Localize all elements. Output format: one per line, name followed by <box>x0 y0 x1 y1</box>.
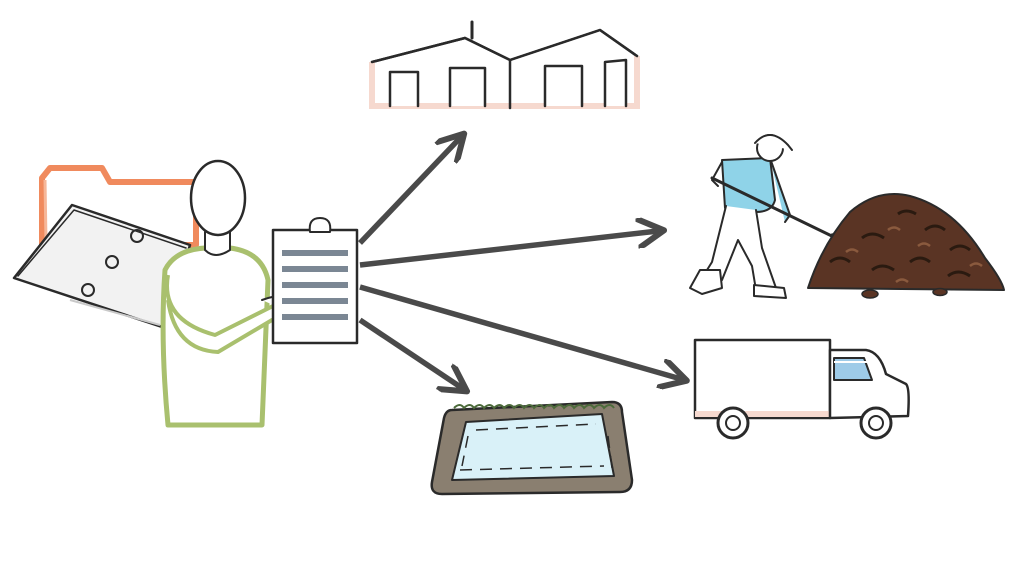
arrow-to-pond <box>358 317 462 388</box>
farmer-shoveling-icon <box>689 134 853 299</box>
arrow-to-barn <box>358 138 460 245</box>
arrow-to-farmer <box>359 231 658 268</box>
clipboard-icon <box>271 217 359 345</box>
barn-icon <box>369 20 640 110</box>
manure-pile-icon <box>807 193 1005 299</box>
storage-pond-icon <box>430 400 634 496</box>
arrow-to-truck <box>359 284 681 379</box>
arrows <box>358 138 681 388</box>
truck-icon <box>693 338 910 440</box>
binder-icon <box>12 203 192 330</box>
